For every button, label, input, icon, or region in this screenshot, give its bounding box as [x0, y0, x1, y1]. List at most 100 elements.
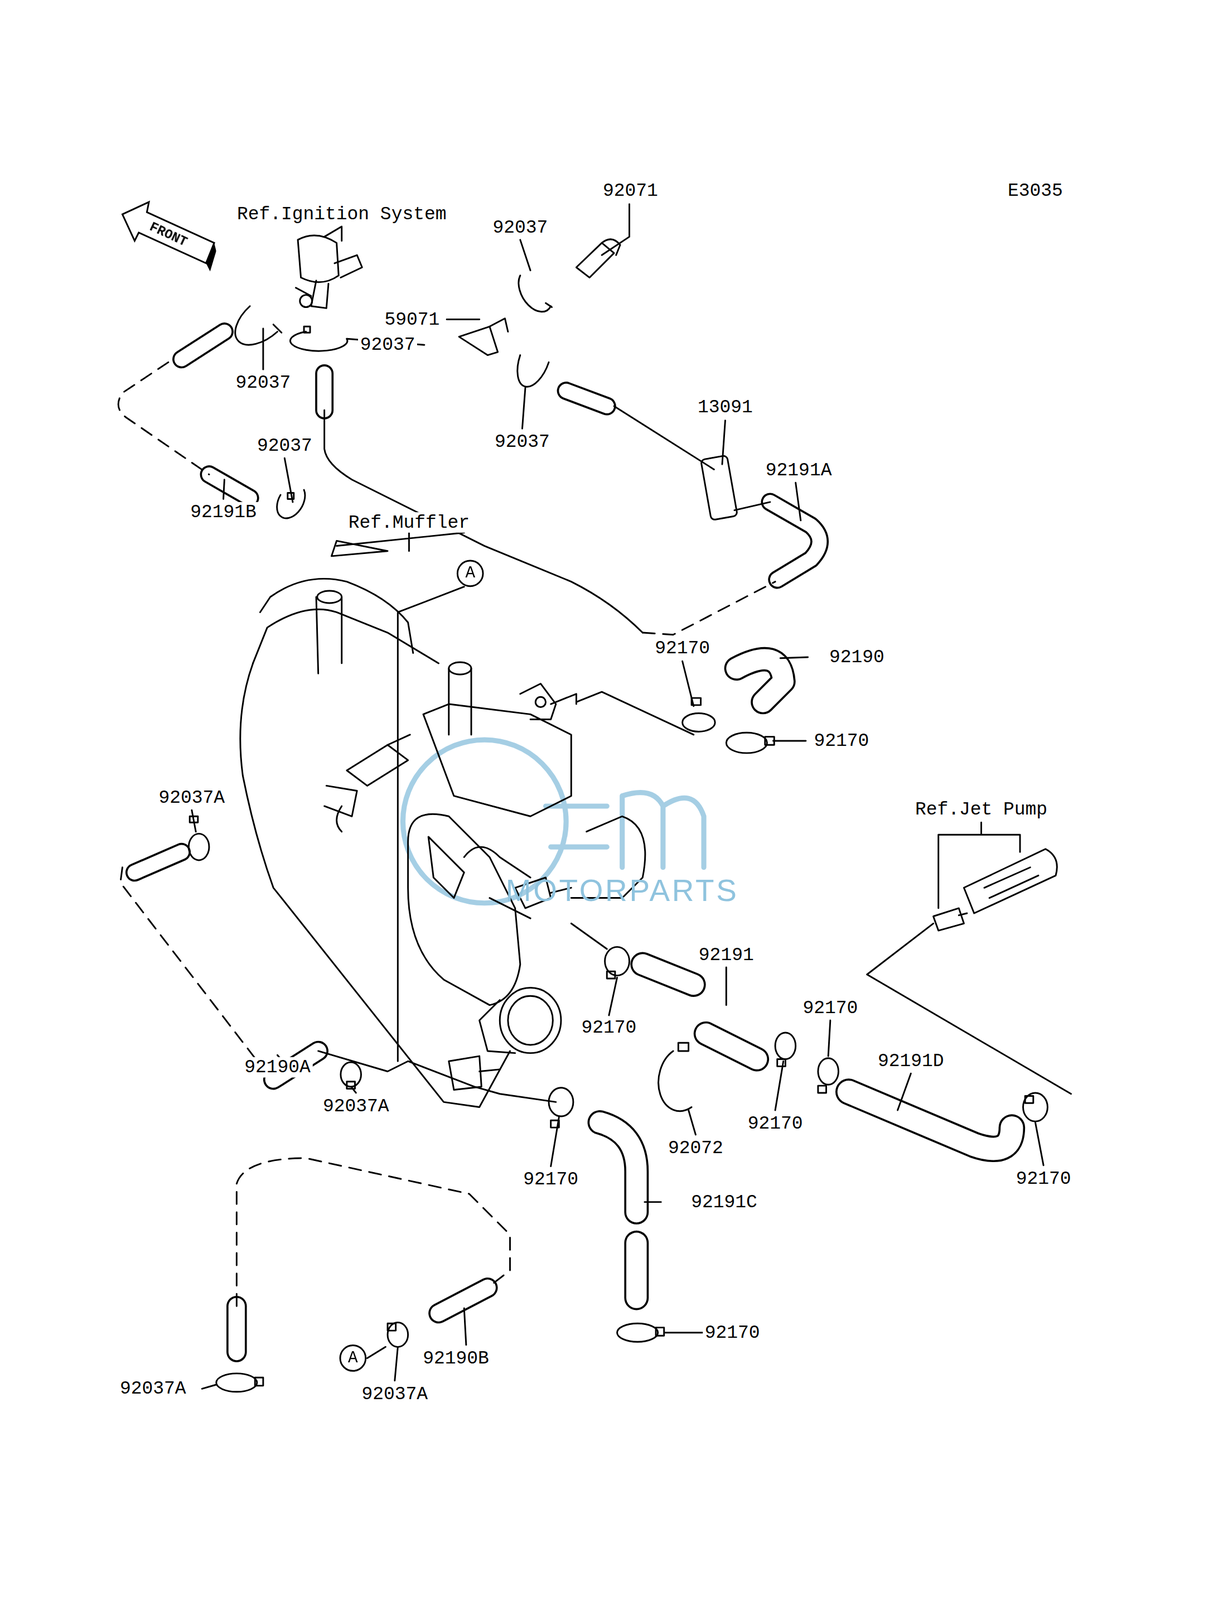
hose-tube: [228, 1305, 245, 1352]
hose-tube: [134, 851, 182, 873]
callout-number: 92170: [811, 730, 872, 752]
hose-tube: [315, 373, 334, 410]
ignition-part: [300, 295, 313, 308]
callout-number: 92170: [702, 1321, 762, 1343]
leader-line: [262, 328, 264, 370]
muffler-body: [479, 999, 516, 1053]
hose-tube: [626, 1242, 647, 1298]
hose-tube: [317, 373, 332, 410]
leader-line: [223, 479, 225, 500]
hose-clamp: [518, 275, 551, 312]
leader-line: [336, 532, 465, 551]
hose-tube: [181, 331, 225, 359]
callout-number: 92037: [490, 217, 550, 239]
connection-line: [571, 922, 607, 949]
leader-line: [722, 420, 725, 465]
leader-line: [795, 482, 801, 521]
hose-clamp: [188, 833, 210, 860]
callout-number: 92071: [600, 180, 660, 202]
callout-number: 92170: [745, 1112, 805, 1134]
leader-line: [780, 656, 808, 659]
watermark: MOTORPARTS: [503, 873, 741, 907]
watermark-logo: [545, 792, 704, 868]
hose-tube: [438, 1287, 488, 1313]
jet-pump-part: [963, 848, 1057, 913]
callout-number: 92037: [254, 435, 314, 457]
hose-tube: [209, 474, 250, 499]
hose-tube: [181, 331, 225, 359]
callout-number: 92072: [665, 1137, 725, 1158]
muffler-body: [387, 734, 410, 745]
connection-line: [576, 691, 694, 735]
hose-clamp: [346, 1081, 356, 1089]
callout-number: 92191C: [689, 1191, 760, 1212]
hose-clamp: [655, 1327, 665, 1336]
callout-number: 92037A: [320, 1095, 391, 1116]
connection-line: [366, 1346, 386, 1358]
hose-tube: [624, 1242, 649, 1298]
hose-clamp: [545, 302, 553, 307]
muffler-body: [550, 693, 577, 704]
muffler-body: [428, 836, 464, 898]
hose-tube: [134, 851, 182, 873]
leader-line: [550, 1117, 560, 1167]
outline: [122, 201, 215, 264]
hose-clamp: [818, 1057, 839, 1085]
leader-line: [938, 822, 1021, 908]
fitting-part: [458, 326, 499, 355]
muffler-body: [535, 696, 546, 707]
hose-clamp: [606, 970, 616, 979]
reference-note: Ref.Muffler: [346, 511, 472, 533]
leader-line: [284, 457, 293, 502]
leader-line: [725, 967, 728, 1005]
fitting-part: [576, 242, 615, 278]
leader-line: [828, 1020, 831, 1056]
hose-tube: [226, 1305, 248, 1352]
hose-clamp: [682, 713, 716, 732]
hose-clamp: [254, 1376, 264, 1386]
jet-pump-part: [958, 912, 968, 916]
hose-tube: [770, 501, 820, 580]
hose-clamp: [775, 1032, 796, 1060]
muffler-body: [346, 744, 409, 786]
callout-number: 92191B: [188, 501, 259, 523]
hose-clamp: [1023, 1092, 1048, 1121]
leader-line: [394, 1346, 398, 1380]
hose-clamp: [387, 1321, 409, 1347]
hose-clamp: [617, 1322, 659, 1342]
hose-tube: [736, 659, 784, 703]
callout-number: 92170: [579, 1017, 639, 1038]
leader-line: [446, 318, 480, 321]
callout-number: 92191A: [763, 460, 834, 481]
leader-line: [521, 387, 525, 429]
reference-note: Ref.Ignition System: [234, 204, 449, 225]
muffler-body: [520, 683, 557, 719]
hose-tube: [599, 1122, 637, 1212]
hose-tube: [848, 1091, 1013, 1149]
reference-note: Ref.Jet Pump: [912, 798, 1050, 820]
muffler-body: [316, 596, 342, 674]
leader-line: [191, 809, 196, 831]
jet-pump-part: [933, 907, 965, 931]
hose-tube: [566, 390, 607, 406]
muffler-body: [448, 661, 472, 675]
connection-line: [642, 581, 776, 635]
leader-line: [688, 1109, 696, 1135]
hose-clamp: [387, 1322, 396, 1331]
connection-line: [118, 361, 210, 475]
muffler-body: [499, 987, 562, 1053]
leader-line: [644, 1200, 661, 1203]
connection-line: [120, 867, 266, 1072]
reference-letter: A: [465, 564, 476, 582]
leader-line: [601, 204, 630, 255]
callout-number: 92190B: [421, 1347, 492, 1368]
hose-tube: [209, 474, 250, 499]
hose-clamp: [678, 1042, 689, 1051]
leader-line: [772, 739, 806, 742]
callout-number: 92037A: [156, 787, 227, 809]
hose-tube: [706, 1033, 757, 1060]
reference-letter: A: [347, 1349, 359, 1366]
hose-clamp: [188, 275, 1048, 1392]
hose-clamp: [726, 732, 767, 753]
